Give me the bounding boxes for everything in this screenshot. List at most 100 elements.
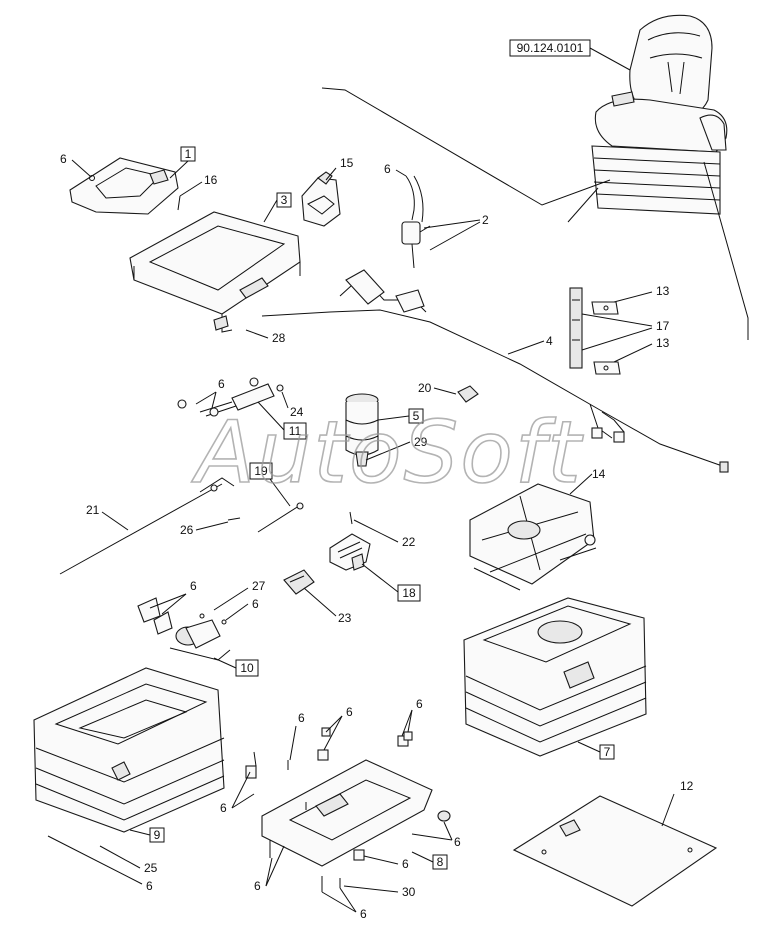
callout-27: 27	[213, 579, 266, 611]
svg-text:17: 17	[656, 319, 670, 333]
svg-text:13: 13	[656, 284, 670, 298]
svg-text:11: 11	[289, 424, 302, 438]
svg-text:24: 24	[290, 405, 304, 419]
callout-14: 14	[569, 467, 606, 495]
svg-text:3: 3	[281, 193, 288, 207]
svg-text:1: 1	[185, 147, 192, 161]
svg-text:6: 6	[60, 152, 67, 166]
svg-text:6: 6	[402, 857, 409, 871]
callout-2: 2	[423, 213, 489, 251]
reference-code-label: 90.124.0101	[509, 39, 631, 71]
part-15-bracket	[301, 171, 341, 227]
callout-7: 7	[577, 741, 615, 760]
svg-text:12: 12	[680, 779, 694, 793]
svg-text:5: 5	[413, 409, 420, 423]
svg-text:6: 6	[298, 711, 305, 725]
svg-text:29: 29	[414, 435, 428, 449]
svg-text:6: 6	[190, 579, 197, 593]
svg-text:27: 27	[252, 579, 266, 593]
callout-4: 4	[507, 334, 553, 355]
svg-text:13: 13	[656, 336, 670, 350]
svg-text:6: 6	[454, 835, 461, 849]
svg-text:16: 16	[204, 173, 218, 187]
part-12-base-plate	[512, 795, 718, 907]
callout-17: 17	[581, 313, 670, 351]
svg-text:6: 6	[146, 879, 153, 893]
part-13-brackets	[591, 301, 621, 375]
part-26-pin	[227, 517, 241, 521]
part-10-compressor	[137, 597, 231, 661]
svg-text:6: 6	[360, 907, 367, 921]
callout-18: 18	[361, 563, 421, 602]
part-4-wiring-harness	[261, 269, 729, 473]
svg-text:6: 6	[416, 697, 423, 711]
callout-22: 22	[353, 519, 416, 549]
svg-text:26: 26	[180, 523, 194, 537]
svg-text:18: 18	[402, 586, 416, 600]
part-17-strap	[569, 287, 583, 369]
callout-9: 9	[129, 827, 165, 843]
svg-text:6: 6	[220, 801, 227, 815]
svg-text:25: 25	[144, 861, 158, 875]
svg-text:6: 6	[252, 597, 259, 611]
callout-13-upper: 13	[613, 284, 670, 303]
svg-text:30: 30	[402, 885, 416, 899]
callout-20: 20	[418, 381, 457, 395]
callout-8: 8	[411, 851, 448, 870]
callout-26: 26	[180, 521, 229, 537]
leader-lines-to-seat	[321, 87, 749, 340]
callout-10: 10	[213, 657, 259, 677]
part-19-rod	[257, 502, 304, 533]
part-3-seat-frame	[129, 211, 301, 333]
callout-15: 15	[325, 156, 354, 181]
callout-13-lower: 13	[613, 336, 670, 363]
part-1-upper-plate	[69, 157, 179, 215]
part-9-bellows	[33, 667, 225, 833]
callout-6-instances: 6 6 6 6 6 6 6 6 6 6 6 6 6 6	[47, 152, 461, 921]
svg-text:14: 14	[592, 467, 606, 481]
part-21-cable	[59, 477, 235, 575]
part-22-pin	[349, 511, 353, 525]
callout-24: 24	[281, 391, 304, 419]
part-18-control-assembly	[329, 533, 371, 571]
svg-text:19: 19	[254, 464, 268, 478]
svg-text:6: 6	[346, 705, 353, 719]
svg-text:28: 28	[272, 331, 286, 345]
callout-23: 23	[303, 587, 352, 625]
part-20-block	[457, 385, 479, 403]
svg-text:4: 4	[546, 334, 553, 348]
part-11-damper	[177, 377, 284, 417]
svg-text:9: 9	[154, 828, 161, 842]
svg-text:10: 10	[240, 661, 254, 675]
callout-16: 16	[177, 173, 218, 211]
svg-text:6: 6	[254, 879, 261, 893]
part-2-levers	[401, 175, 431, 269]
callout-30: 30	[343, 885, 416, 899]
callout-11: 11	[257, 401, 307, 440]
svg-text:23: 23	[338, 611, 352, 625]
callout-29: 29	[365, 435, 428, 461]
reference-code-text: 90.124.0101	[517, 41, 584, 55]
callout-25: 25	[99, 845, 158, 875]
part-7-suspension-assembly	[463, 597, 647, 757]
callout-21: 21	[86, 503, 129, 531]
callout-3: 3	[263, 192, 292, 223]
complete-seat-illustration	[591, 14, 728, 215]
part-23-pad	[283, 569, 315, 595]
watermark-text: AutoSoft	[191, 403, 584, 503]
svg-text:8: 8	[437, 855, 444, 869]
svg-text:6: 6	[218, 377, 225, 391]
svg-text:20: 20	[418, 381, 432, 395]
svg-text:6: 6	[384, 162, 391, 176]
callout-5: 5	[377, 408, 424, 424]
callout-12: 12	[661, 779, 694, 827]
svg-text:7: 7	[604, 745, 611, 759]
callout-19: 19	[249, 462, 291, 507]
part-8-lower-plate	[261, 759, 433, 867]
svg-text:22: 22	[402, 535, 416, 549]
part-5-air-spring	[345, 393, 379, 467]
callout-1: 1	[169, 146, 196, 179]
svg-text:15: 15	[340, 156, 354, 170]
part-14-scissor-suspension	[469, 483, 597, 591]
